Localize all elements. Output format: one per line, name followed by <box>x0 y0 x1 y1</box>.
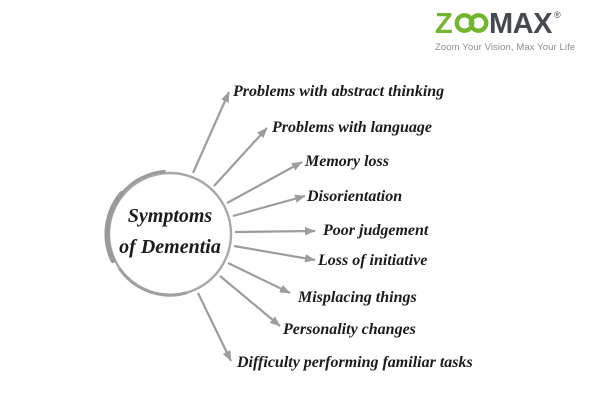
symptom-label-2: Problems with language <box>272 119 433 136</box>
logo-letters-max: MAX <box>489 9 553 39</box>
zoomax-logo-mark: Z MAX ® <box>435 9 561 39</box>
symptom-label-8: Personality changes <box>283 321 416 338</box>
symptom-label-7: Misplacing things <box>298 289 417 306</box>
circle-bottom-accent <box>118 267 188 297</box>
arrow-group <box>191 91 316 362</box>
symptom-label-6: Loss of initiative <box>318 252 428 269</box>
arrow-9 <box>197 292 232 362</box>
registered-trademark-icon: ® <box>554 10 561 20</box>
symptom-label-1: Problems with abstract thinking <box>233 83 445 100</box>
diagram-title-line2: of Dementia <box>119 236 221 258</box>
arrow-1 <box>191 91 231 174</box>
arrow-2 <box>213 127 268 187</box>
circle-brush-swoosh-body <box>104 191 125 264</box>
logo-tagline: Zoom Your Vision, Max Your Life <box>435 42 576 53</box>
symptom-label-4: Disorientation <box>307 188 403 205</box>
arrow-6 <box>233 244 316 263</box>
arrow-5 <box>234 226 316 236</box>
symptom-label-5: Poor judgement <box>323 222 429 239</box>
infinity-oo-icon <box>454 13 489 33</box>
circle-brush-swoosh-tail <box>120 169 166 195</box>
symptom-label-3: Memory loss <box>305 153 389 170</box>
diagram-title-line1: Symptoms <box>127 205 213 227</box>
arrow-7 <box>227 262 291 294</box>
symptom-label-9: Difficulty performing familiar tasks <box>237 354 473 371</box>
arrow-4 <box>232 194 306 218</box>
logo-letter-z: Z <box>435 9 453 39</box>
arrow-3 <box>226 161 303 204</box>
zoomax-logo: Z MAX ® Zoom Your Vision, Max Your Life <box>435 9 576 53</box>
diagram-center-label: Symptoms of Dementia <box>104 201 236 263</box>
arrow-8 <box>219 275 281 327</box>
